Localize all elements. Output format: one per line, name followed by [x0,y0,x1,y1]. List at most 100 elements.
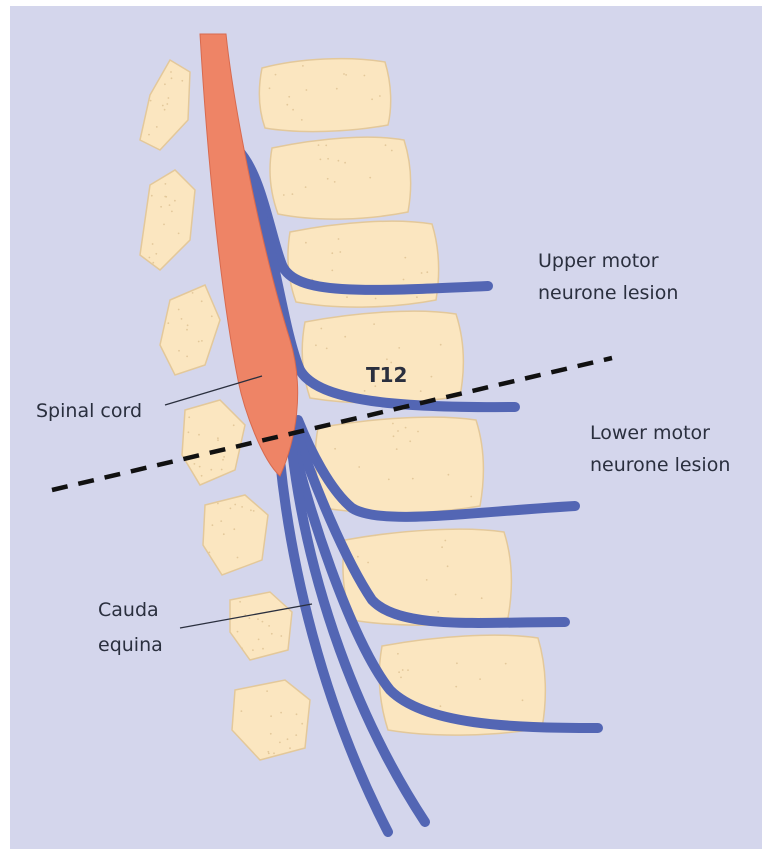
bone-speckle [289,747,291,749]
bone-speckle [367,562,369,564]
bone-speckle [223,456,225,458]
bone-speckle [388,479,390,481]
bone-speckle [402,669,404,671]
bone-speckle [379,95,381,97]
bone-speckle [385,144,387,146]
bone-speckle [358,466,360,468]
bone-speckle [331,252,333,254]
bone-speckle [344,162,346,164]
bone-speckle [392,423,394,425]
bone-speckle [178,350,180,352]
bone-speckle [217,437,219,439]
bone-speckle [339,251,341,253]
cauda-equina-label-line2: equina [98,634,163,656]
bone-speckle [522,699,524,701]
bone-speckle [481,597,483,599]
bone-speckle [151,195,153,197]
bone-speckle [326,348,328,350]
bone-speckle [391,150,393,152]
bone-speckle [338,238,340,240]
bone-speckle [397,653,399,655]
bone-speckle [287,738,289,740]
bone-speckle [396,448,398,450]
vertebra-level-label: T12 [366,363,407,387]
bone-speckle [262,648,264,650]
bone-speckle [241,710,243,712]
bone-speckle [386,358,388,360]
bone-speckle [201,475,203,477]
bone-speckle [505,663,507,665]
bone-speckle [441,546,443,548]
bone-speckle [211,315,213,317]
bone-speckle [283,194,285,196]
bone-speckle [199,466,201,468]
bone-speckle [271,633,273,635]
bone-speckle [437,611,439,613]
bone-speckle [148,134,150,136]
bone-speckle [336,88,338,90]
bone-speckle [217,503,219,505]
bone-speckle [171,211,173,213]
bone-speckle [345,74,347,76]
bone-speckle [331,270,333,272]
bone-speckle [292,193,294,195]
cauda-equina-label-line1: Cauda [98,599,159,621]
bone-speckle [338,160,340,162]
bone-speckle [268,753,270,755]
bone-speckle [397,430,399,432]
bone-speckle [417,431,419,433]
bone-speckle [170,71,172,73]
bone-speckle [440,705,442,707]
bone-speckle [343,73,345,75]
bone-speckle [371,98,373,100]
bone-speckle [373,323,375,325]
bone-speckle [187,324,189,326]
bone-speckle [166,103,168,105]
bone-speckle [162,105,164,107]
bone-speckle [249,617,251,619]
bone-speckle [403,279,405,281]
bone-speckle [296,713,298,715]
bone-speckle [267,751,269,753]
bone-speckle [273,752,275,754]
bone-speckle [155,253,157,255]
bone-speckle [163,224,165,226]
bone-speckle [426,579,428,581]
bone-speckle [440,344,442,346]
bone-speckle [364,75,366,77]
bone-speckle [279,742,281,744]
bone-speckle [315,344,317,346]
bone-speckle [252,649,254,651]
bone-speckle [165,183,167,185]
bone-speckle [152,243,154,245]
bone-speckle [169,204,171,206]
bone-speckle [178,233,180,235]
bone-speckle [420,390,422,392]
bone-speckle [280,712,282,714]
bone-speckle [223,533,225,535]
bone-speckle [181,318,183,320]
bone-speckle [149,257,151,259]
bone-speckle [165,196,167,198]
bone-speckle [186,329,188,331]
lower-lesion-label-line2: neurone lesion [590,454,730,476]
bone-speckle [416,296,418,298]
vertebral-body [259,59,390,132]
bone-speckle [210,469,212,471]
bone-speckle [237,557,239,559]
bone-speckle [194,463,196,465]
bone-speckle [188,431,190,433]
bone-speckle [164,83,166,85]
bone-speckle [295,734,297,736]
bone-speckle [407,669,409,671]
bone-speckle [198,434,200,436]
bone-speckle [268,625,270,627]
bone-speckle [241,506,243,508]
bone-speckle [292,109,294,111]
bone-speckle [233,424,235,426]
bone-speckle [301,723,303,725]
bone-speckle [171,77,173,79]
bone-speckle [320,159,322,161]
